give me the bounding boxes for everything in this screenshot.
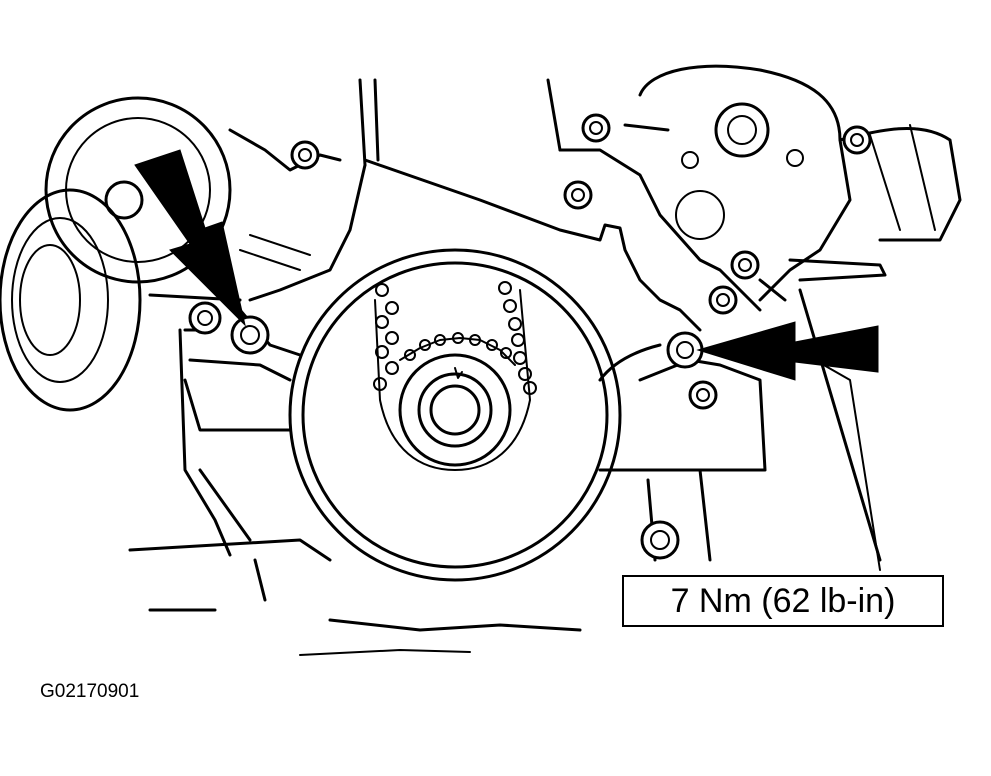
pointer-arrow-icon bbox=[134, 149, 879, 381]
callout-leader-line bbox=[814, 359, 881, 571]
crankshaft-pulley bbox=[0, 188, 142, 412]
figure-id: G02170901 bbox=[40, 681, 140, 702]
water-pump bbox=[623, 64, 962, 302]
torque-spec-callout: 7 Nm (62 lb-in) bbox=[622, 575, 944, 627]
camshaft-sprocket-cover bbox=[288, 248, 622, 582]
